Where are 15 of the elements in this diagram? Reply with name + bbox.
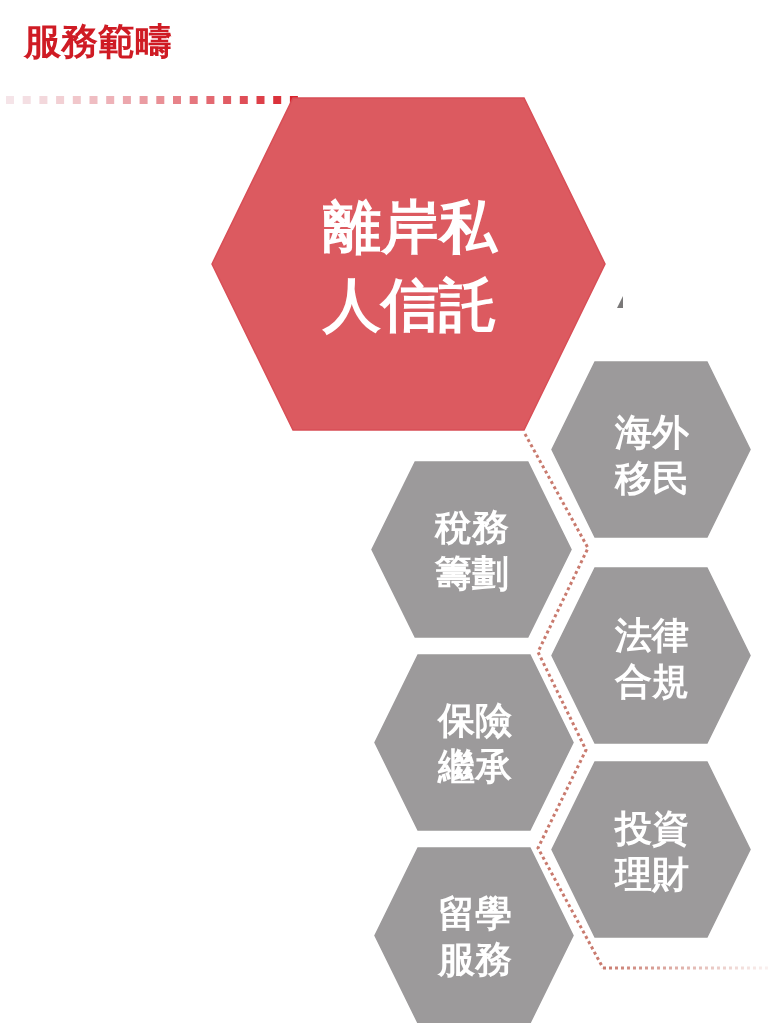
- label-text: 稅務籌劃: [433, 504, 510, 596]
- hexagon: [212, 98, 605, 430]
- label-text: 投資理財: [613, 805, 690, 897]
- label-text: 保險繼承: [436, 697, 513, 789]
- hexagon: [375, 848, 573, 1023]
- hexagon: [552, 362, 750, 537]
- hexagon: [372, 462, 571, 637]
- hexagon: [552, 762, 750, 937]
- label-text: 離岸私人信託: [321, 192, 499, 341]
- title: 服務範疇: [24, 18, 172, 64]
- hexagon: [552, 568, 750, 743]
- label-text: 留學服務: [436, 890, 513, 982]
- label-text: 海外移民: [613, 409, 690, 501]
- hexagon: [375, 655, 573, 830]
- label-text: 法律合規: [613, 612, 690, 704]
